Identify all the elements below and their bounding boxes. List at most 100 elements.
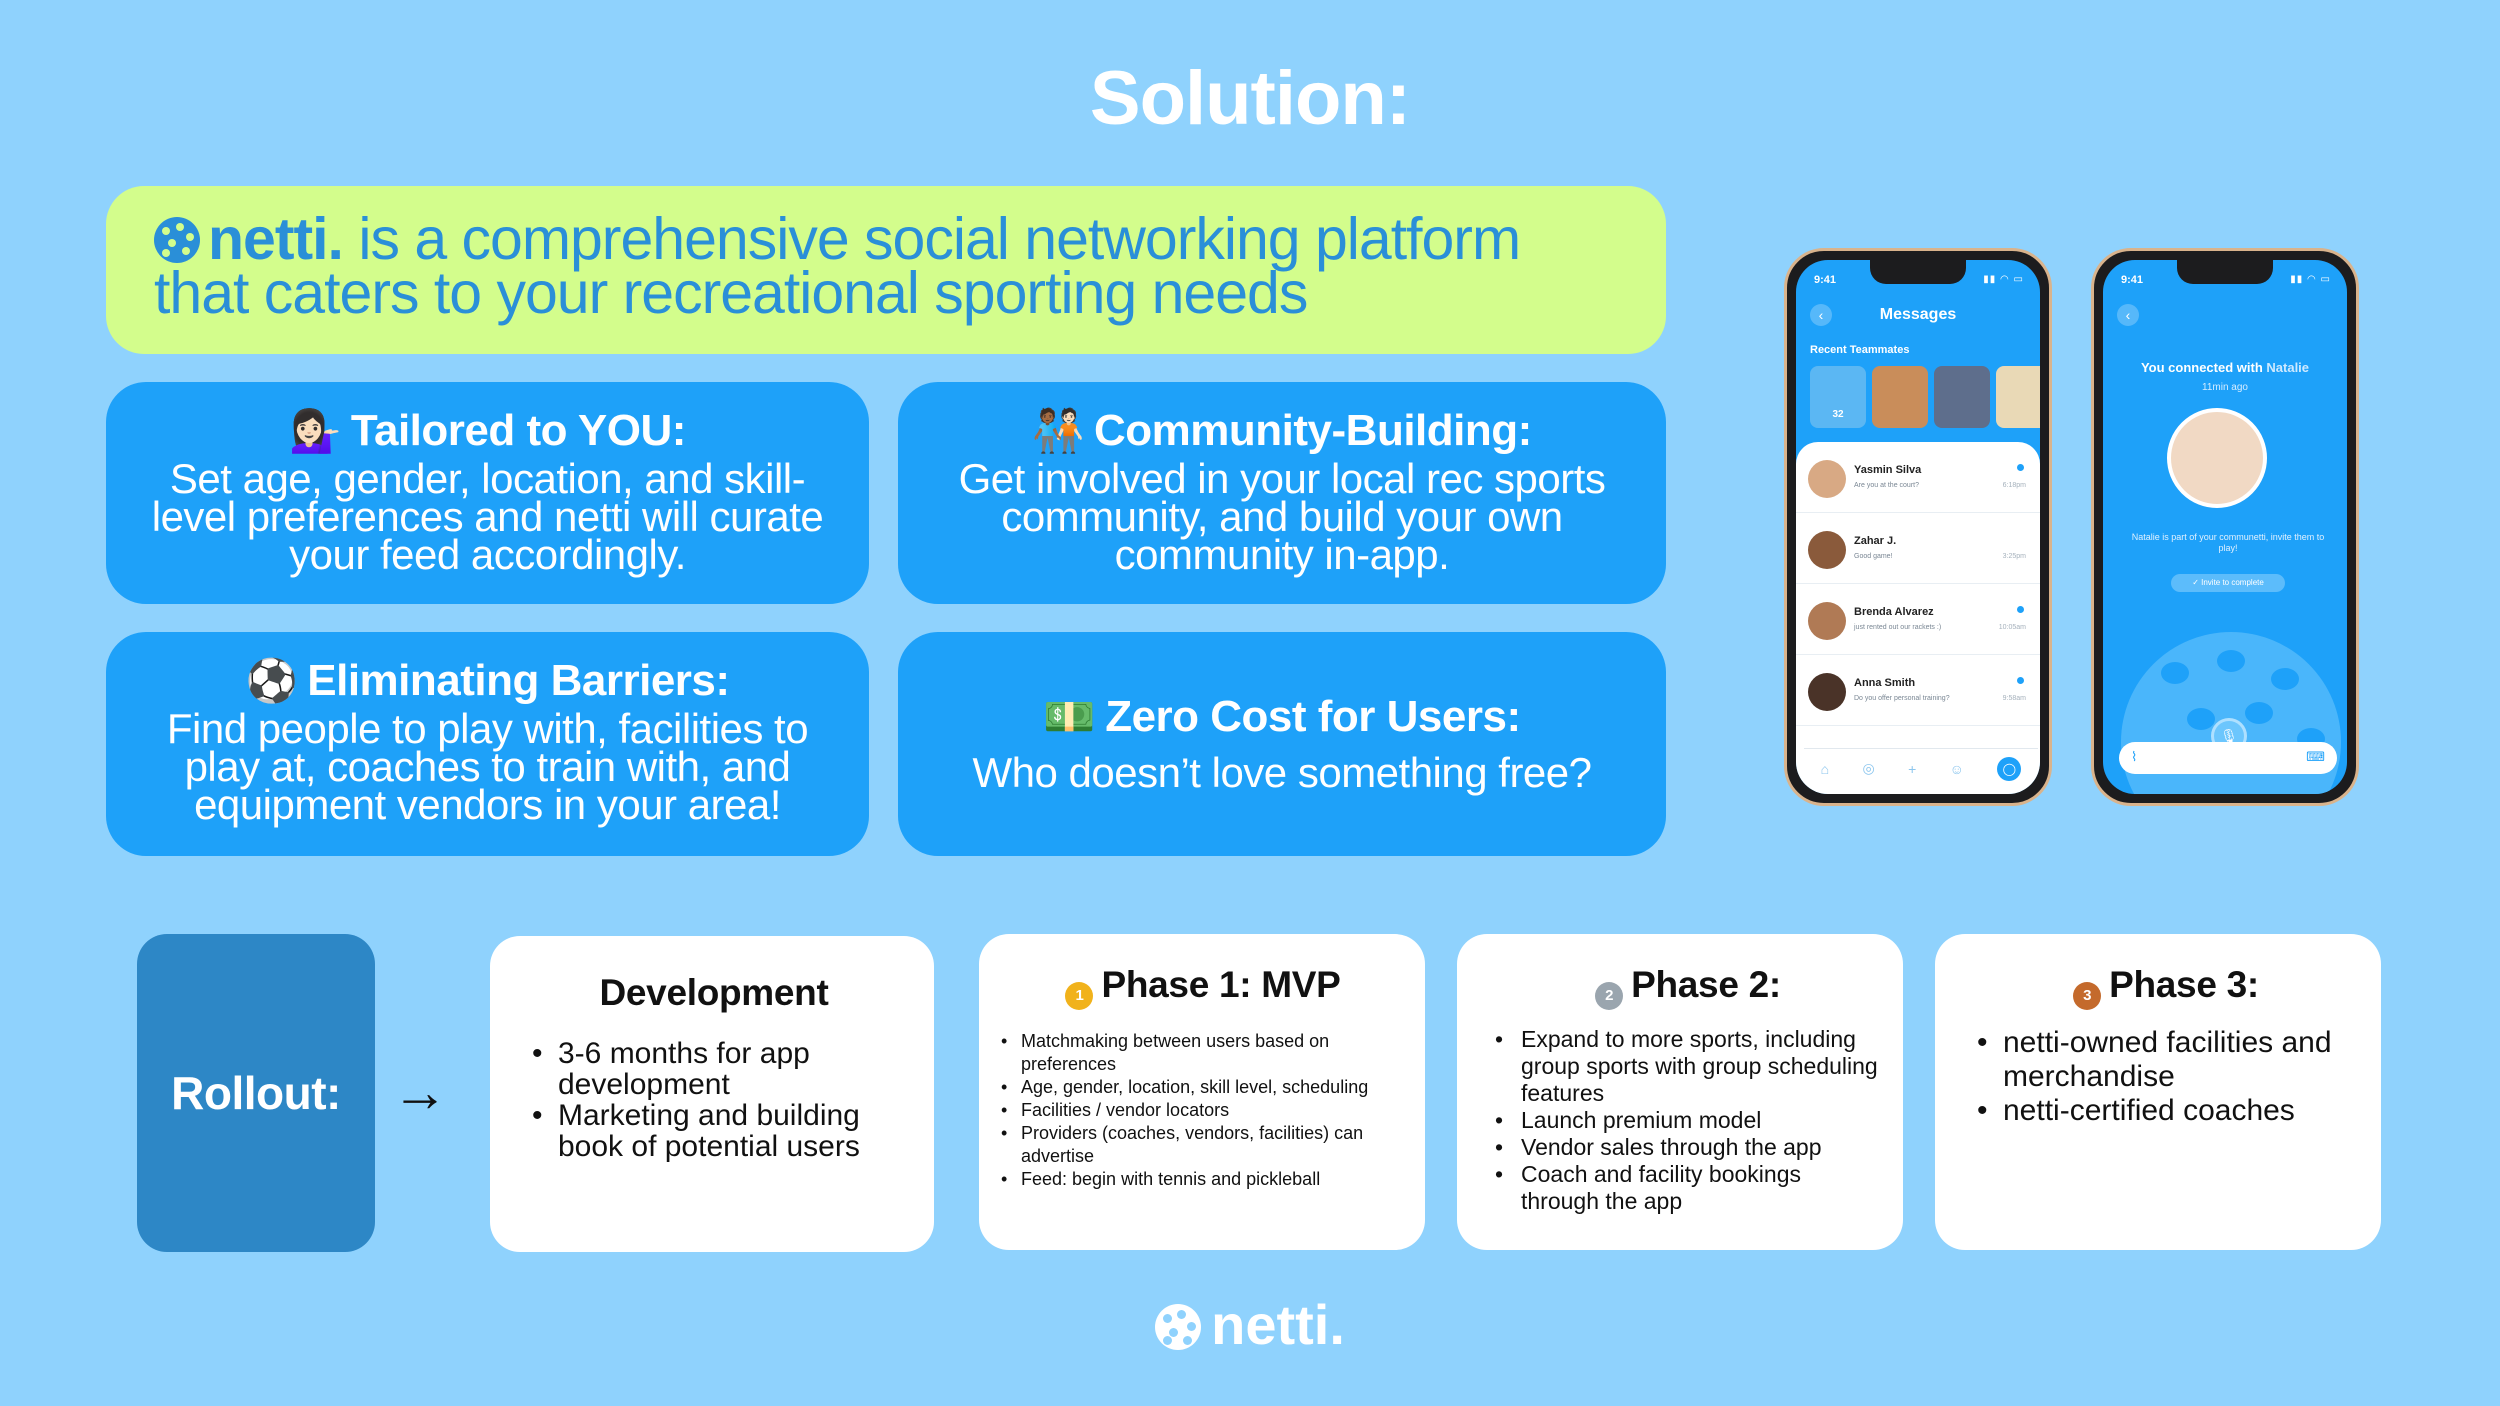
unread-dot-icon: [2017, 464, 2024, 471]
people-icon[interactable]: ☺: [1949, 760, 1964, 777]
feature-title-text: Community-Building:: [1094, 406, 1532, 455]
connected-time: 11min ago: [2202, 382, 2248, 393]
phone-screen: 9:41 ▮▮ ◠ ▭ ‹ Messages Recent Teammates …: [1796, 260, 2040, 794]
unread-dot-icon: [2017, 606, 2024, 613]
silver-medal-icon: 2: [1595, 982, 1624, 1010]
back-chevron-icon[interactable]: ‹: [2117, 304, 2139, 326]
message-sender: Anna Smith: [1854, 677, 1916, 689]
phase-title-text: Phase 2:: [1631, 964, 1781, 1005]
phase-list: netti-owned facilities and merchandise n…: [1975, 1026, 2357, 1128]
connected-subtext: Natalie is part of your communetti, invi…: [2131, 532, 2325, 553]
recent-teammates-row: 32: [1810, 366, 2040, 428]
list-item: Facilities / vendor locators: [999, 1099, 1407, 1122]
intro-text-2: that caters to your recreational sportin…: [154, 260, 1308, 326]
teammate-thumbnail[interactable]: [1872, 366, 1928, 428]
keyboard-icon[interactable]: ⌨: [2306, 749, 2325, 764]
list-item: Marketing and building book of potential…: [530, 1100, 898, 1162]
teammate-thumbnail[interactable]: [1996, 366, 2040, 428]
footer-logo-text: netti.: [1211, 1293, 1345, 1356]
message-time: 10:05am: [1998, 624, 2026, 631]
feature-text: Get involved in your local rec sports co…: [958, 455, 1606, 578]
feature-title: 🧑🏾‍🤝‍🧑🏻Community-Building:: [928, 406, 1636, 456]
messages-tab-icon[interactable]: ◯: [1997, 756, 2022, 781]
pickleball-logo-icon: [1155, 1304, 1202, 1350]
list-item: Launch premium model: [1493, 1107, 1883, 1134]
connected-prefix: You connected with: [2140, 360, 2267, 375]
feature-title-text: Eliminating Barriers:: [307, 656, 730, 705]
intro-line-1: netti. is a comprehensive social network…: [154, 210, 1618, 269]
avatar: [1808, 673, 1846, 711]
signal-wifi-battery-icon: ▮▮ ◠ ▭: [2290, 274, 2331, 285]
messages-title: Messages: [1879, 306, 1957, 323]
arrow-right-icon: →: [392, 1060, 448, 1123]
dollar-banknote-icon: 💵: [1043, 693, 1096, 740]
phone-notch: [1870, 260, 1966, 284]
message-row[interactable]: Yasmin Silva Are you at the court? 6:18p…: [1796, 442, 2040, 513]
add-icon[interactable]: +: [1908, 760, 1917, 777]
phone-mockup-messages: 9:41 ▮▮ ◠ ▭ ‹ Messages Recent Teammates …: [1784, 248, 2052, 806]
teammate-thumbnail[interactable]: [1934, 366, 1990, 428]
intro-banner: netti. is a comprehensive social network…: [106, 186, 1666, 354]
feature-text: Set age, gender, location, and skill-lev…: [151, 455, 824, 578]
list-item: Vendor sales through the app: [1493, 1134, 1883, 1161]
message-row[interactable]: Brenda Alvarez just rented out our racke…: [1796, 584, 2040, 655]
brand-name: netti.: [208, 206, 344, 272]
feature-text: Who doesn’t love something free?: [972, 749, 1592, 796]
connected-name: Natalie: [2266, 360, 2310, 375]
list-item: Coach and facility bookings through the …: [1493, 1161, 1883, 1215]
feature-card-tailored: 💁🏻‍♀️Tailored to YOU: Set age, gender, l…: [106, 382, 869, 604]
bronze-medal-icon: 3: [2073, 982, 2102, 1010]
list-item: Expand to more sports, including group s…: [1493, 1026, 1883, 1107]
message-sender: Yasmin Silva: [1854, 464, 1922, 476]
invite-button[interactable]: ✓ Invite to complete: [2171, 574, 2285, 592]
message-preview: Do you offer personal training?: [1854, 695, 1950, 702]
teammate-badge: 32: [1832, 409, 1844, 420]
message-preview: Good game!: [1854, 553, 1893, 560]
soccer-ball-icon: ⚽: [245, 657, 298, 704]
feature-title-text: Tailored to YOU:: [350, 406, 687, 455]
avatar: [1808, 460, 1846, 498]
woman-tipping-hand-icon: 💁🏻‍♀️: [289, 407, 341, 454]
signal-wifi-battery-icon: ▮▮ ◠ ▭: [1983, 274, 2024, 285]
gold-medal-icon: 1: [1065, 982, 1094, 1010]
message-list: Yasmin Silva Are you at the court? 6:18p…: [1796, 442, 2040, 794]
list-item: 3-6 months for app development: [530, 1038, 898, 1100]
intro-text-1: is a comprehensive social networking pla…: [342, 206, 1521, 272]
message-sender: Zahar J.: [1854, 535, 1897, 547]
feature-title: 💵Zero Cost for Users:: [928, 692, 1636, 742]
development-card: Development 3-6 months for app developme…: [490, 936, 934, 1252]
avatar: [2167, 408, 2267, 508]
message-row[interactable]: Zahar J. Good game! 3:25pm: [1796, 513, 2040, 584]
recent-teammates-label: Recent Teammates: [1810, 344, 1910, 356]
avatar: [1808, 531, 1846, 569]
list-item: netti-certified coaches: [1975, 1094, 2357, 1128]
message-input-bar[interactable]: ⌇ ⌨: [2119, 742, 2337, 774]
feature-title-text: Zero Cost for Users:: [1105, 692, 1521, 741]
connected-title: You connected with Natalie: [2103, 360, 2347, 375]
phase-list: 3-6 months for app development Marketing…: [530, 1038, 898, 1162]
back-chevron-icon[interactable]: ‹: [1810, 304, 1832, 326]
phone-screen: 9:41 ▮▮ ◠ ▭ ‹ You connected with Natalie…: [2103, 260, 2347, 794]
tab-bar: ⌂ ◎ + ☺ ◯: [1804, 748, 2038, 788]
message-time: 6:18pm: [2002, 482, 2026, 489]
page-title: Solution:: [1089, 56, 1411, 141]
teammate-thumbnail[interactable]: 32: [1810, 366, 1866, 428]
message-row[interactable]: Anna Smith Do you offer personal trainin…: [1796, 655, 2040, 726]
phase-title-text: Phase 1: MVP: [1101, 964, 1341, 1005]
home-icon[interactable]: ⌂: [1820, 760, 1830, 777]
list-item: Feed: begin with tennis and pickleball: [999, 1168, 1407, 1191]
message-preview: just rented out our rackets :): [1854, 624, 1942, 631]
phone-notch: [2177, 260, 2273, 284]
feature-card-zero-cost: 💵Zero Cost for Users: Who doesn’t love s…: [898, 632, 1666, 856]
phase-list: Matchmaking between users based on prefe…: [999, 1030, 1407, 1191]
pickleball-icon: [154, 217, 200, 263]
attachment-icon[interactable]: ⌇: [2131, 749, 2138, 764]
explore-icon[interactable]: ◎: [1862, 760, 1875, 776]
people-holding-hands-icon: 🧑🏾‍🤝‍🧑🏻: [1032, 407, 1085, 454]
